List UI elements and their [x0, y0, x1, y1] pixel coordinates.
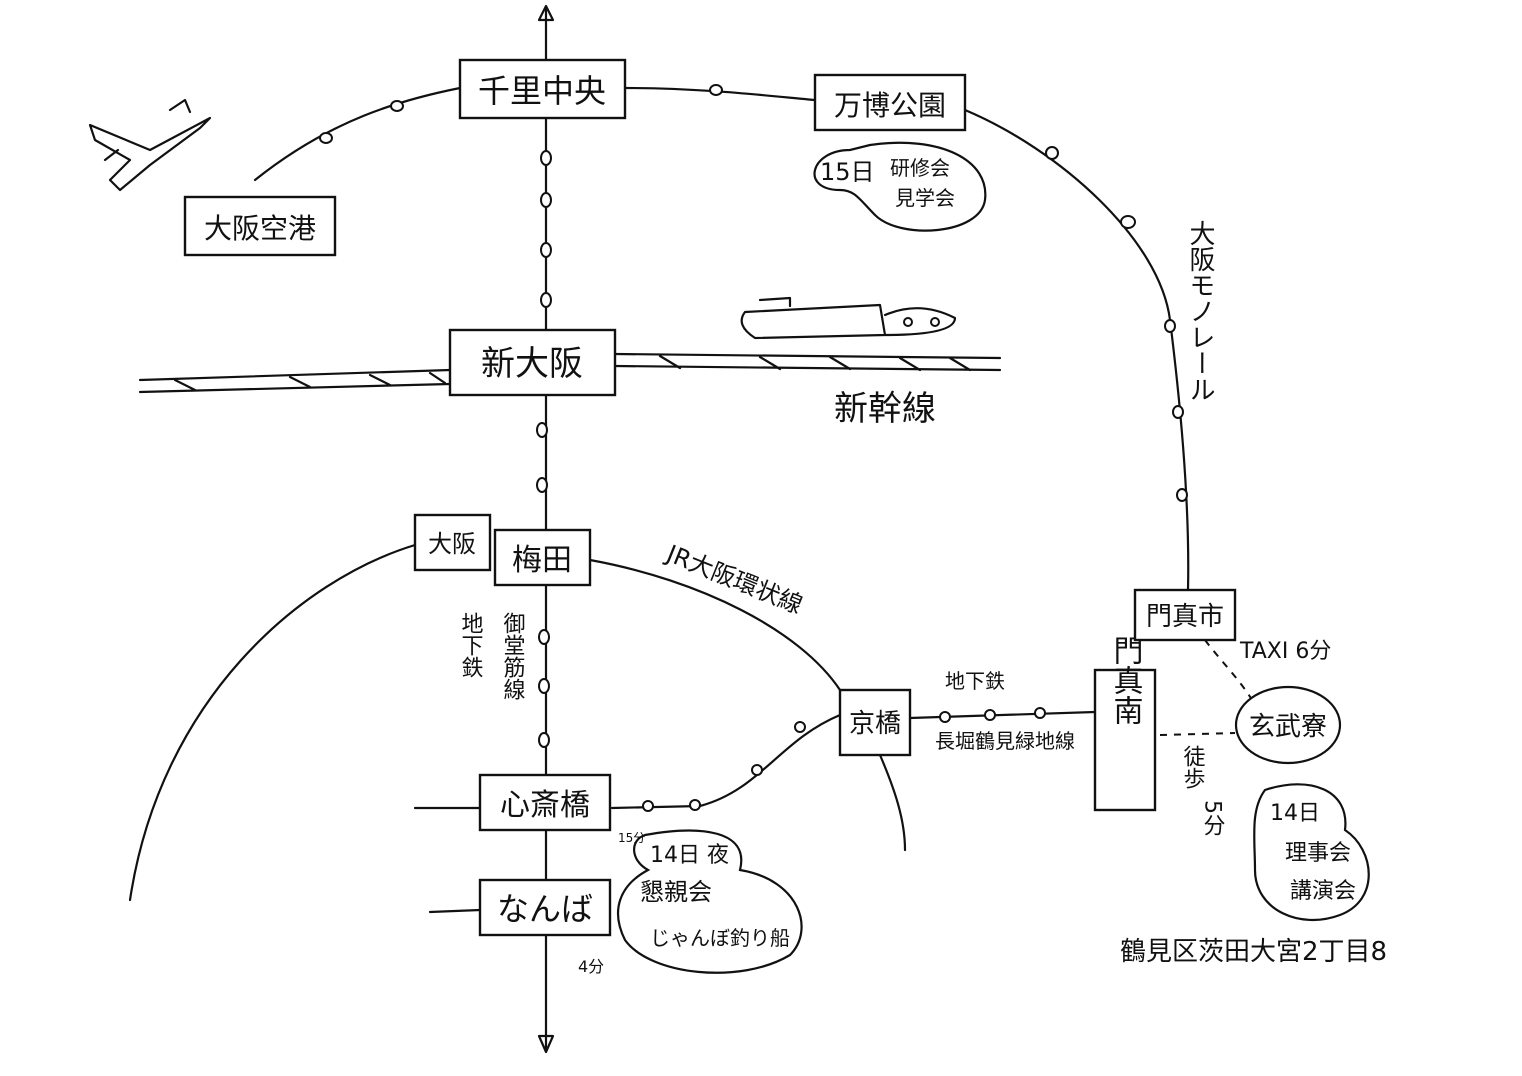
airplane-icon: [88, 98, 212, 192]
station-osaka-airport[interactable]: 大阪空港: [183, 195, 337, 257]
svg-text:門真市: 門真市: [1146, 602, 1224, 632]
svg-text:なんば: なんば: [497, 890, 593, 928]
venue-genbu[interactable]: 玄武寮: [1234, 685, 1342, 765]
monorail-label: 大阪モノレール: [1185, 220, 1215, 402]
venue-address: 鶴見区茨田大宮2丁目8: [1120, 937, 1387, 967]
svg-text:門真南: 門真南: [1108, 635, 1143, 725]
svg-text:梅田: 梅田: [512, 543, 572, 578]
svg-text:研修会: 研修会: [890, 156, 950, 180]
monorail-line: [253, 86, 1190, 592]
nagahori-subway-label: 地下鉄: [945, 669, 1005, 693]
svg-text:講演会: 講演会: [1290, 879, 1356, 904]
svg-text:万博公園: 万博公園: [834, 89, 946, 122]
svg-text:15日: 15日: [820, 158, 875, 186]
jr-loop-line: [128, 543, 907, 902]
station-shinsaibashi[interactable]: 心斎橋: [478, 773, 612, 832]
nagahori-station-dots: [642, 707, 1046, 812]
svg-text:心斎橋: 心斎橋: [500, 788, 590, 823]
note-day14: 14日 理事会 講演会: [1253, 783, 1370, 922]
shinkansen-label: 新幹線: [834, 389, 936, 429]
station-kadoma-shi[interactable]: 門真市: [1133, 588, 1237, 642]
taxi-time: TAXI 6分: [1239, 639, 1331, 664]
station-shin-osaka[interactable]: 新大阪: [448, 328, 617, 397]
namba-time: 4分: [578, 957, 604, 976]
svg-text:14日: 14日: [1270, 801, 1320, 826]
svg-text:理事会: 理事会: [1285, 841, 1351, 866]
svg-text:大阪空港: 大阪空港: [204, 212, 316, 245]
side-streets: [413, 806, 482, 914]
station-kadoma-minami[interactable]: 門真南: [1093, 635, 1157, 812]
note-day15: 15日 研修会 見学会: [813, 141, 987, 232]
svg-text:懇親会: 懇親会: [640, 878, 712, 906]
midosuji-line-label: 御堂筋線: [500, 612, 526, 700]
nagahori-line-label: 長堀鶴見緑地線: [935, 729, 1075, 753]
walk-time: 5分: [1200, 800, 1226, 836]
station-senri-chuo[interactable]: 千里中央: [458, 58, 627, 120]
svg-text:玄武寮: 玄武寮: [1249, 712, 1327, 742]
south-arrow-icon: [537, 1034, 555, 1054]
midosuji-station-dots: [536, 150, 552, 748]
station-kyobashi[interactable]: 京橋: [838, 688, 912, 757]
shinkansen-track: [138, 352, 1002, 394]
station-namba[interactable]: なんば: [478, 878, 612, 937]
walk-label: 徒歩: [1180, 745, 1206, 789]
monorail-station-dots: [319, 84, 1188, 502]
svg-text:京橋: 京橋: [849, 709, 901, 739]
svg-text:大阪: 大阪: [428, 530, 476, 558]
station-banpaku-koen[interactable]: 万博公園: [813, 73, 967, 132]
svg-text:千里中央: 千里中央: [478, 72, 606, 110]
shinkansen-train-icon: [740, 296, 957, 340]
venue-connections: [1159, 639, 1253, 736]
svg-text:じゃんぼ釣り船: じゃんぼ釣り船: [650, 926, 790, 950]
svg-text:新大阪: 新大阪: [481, 344, 583, 384]
north-arrow-icon: [537, 4, 555, 22]
station-osaka[interactable]: 大阪: [413, 513, 492, 572]
midosuji-subway-label: 地下鉄: [458, 612, 484, 678]
shinsaibashi-time: 15分: [618, 831, 645, 845]
station-umeda[interactable]: 梅田: [493, 528, 592, 587]
svg-text:14日 夜: 14日 夜: [650, 843, 729, 868]
svg-text:見学会: 見学会: [895, 186, 955, 210]
note-day14-night: 14日 夜 懇親会 じゃんぼ釣り船: [616, 829, 803, 974]
